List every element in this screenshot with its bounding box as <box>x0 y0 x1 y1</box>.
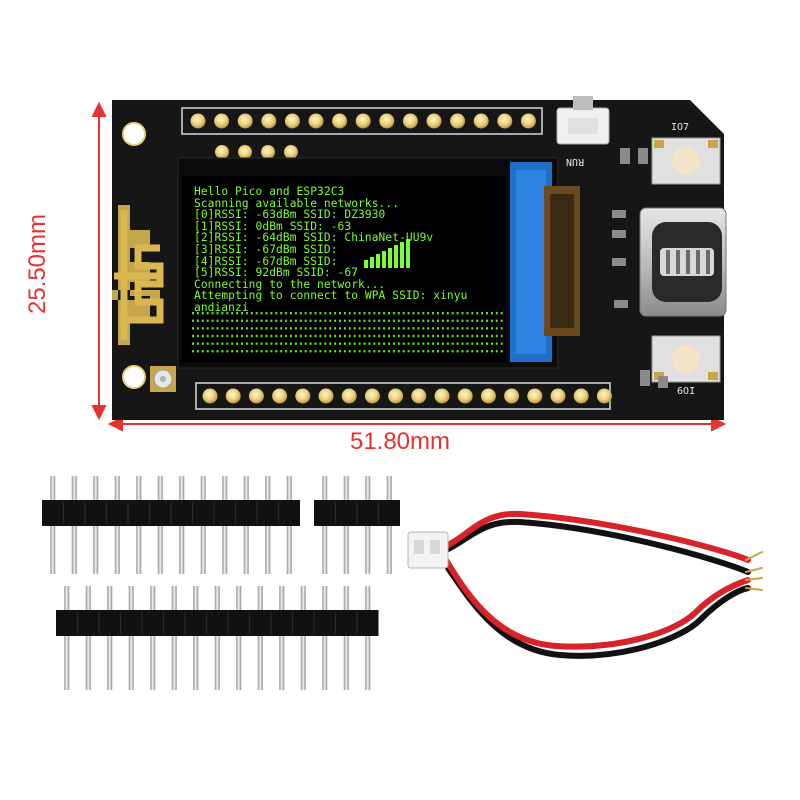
lcd-line: [1]RSSI: 0dBm SSID: -63 <box>194 219 352 233</box>
height-dimension-arrow <box>91 101 107 421</box>
bottom-pin-pads <box>202 388 612 404</box>
signal-bars-graphic <box>364 239 410 268</box>
jst-cable <box>439 510 763 659</box>
mount-hole <box>122 365 146 389</box>
ipex-connector <box>150 366 176 392</box>
lcd-line: Connecting to the network... <box>194 277 386 291</box>
width-dimension-arrow <box>107 416 727 432</box>
pin-header-long-top <box>42 476 300 574</box>
lcd-line: [3]RSSI: -67dBm SSID: <box>194 242 338 256</box>
lcd-line: Hello Pico and ESP32C3 <box>194 185 345 198</box>
run-button[interactable] <box>556 96 610 145</box>
top-pin-pads <box>190 113 536 129</box>
io7-label: IO7 <box>671 122 690 133</box>
height-dimension-label: 25.50mm <box>24 213 51 315</box>
width-dimension-label: 51.80mm <box>349 428 451 455</box>
jst-connector <box>407 531 449 569</box>
run-label: RUN <box>566 156 585 167</box>
lcd-line: [5]RSSI: 92dBm SSID: -67 <box>194 266 359 280</box>
lcd-module <box>177 157 580 369</box>
lcd-line: [2]RSSI: -64dBm SSID: ChinaNet-UU9v <box>194 231 434 245</box>
usb-c-port <box>639 207 727 317</box>
io7-button[interactable] <box>651 137 721 185</box>
lcd-line: [0]RSSI: -63dBm SSID: DZ3930 <box>194 208 386 222</box>
lcd-line: Scanning available networks... <box>194 196 400 210</box>
io9-button[interactable] <box>651 335 721 383</box>
lcd-line: Attempting to connect to WPA SSID: xinyu <box>194 289 468 303</box>
pin-header-long-bottom <box>56 586 379 690</box>
io9-label: IO9 <box>677 384 696 395</box>
pin-header-short <box>314 476 400 574</box>
lcd-line: [4]RSSI: -67dBm SSID: <box>194 254 338 268</box>
lcd-screen <box>182 176 506 362</box>
mount-hole <box>122 122 146 146</box>
lcd-line: andianzi <box>194 300 249 314</box>
